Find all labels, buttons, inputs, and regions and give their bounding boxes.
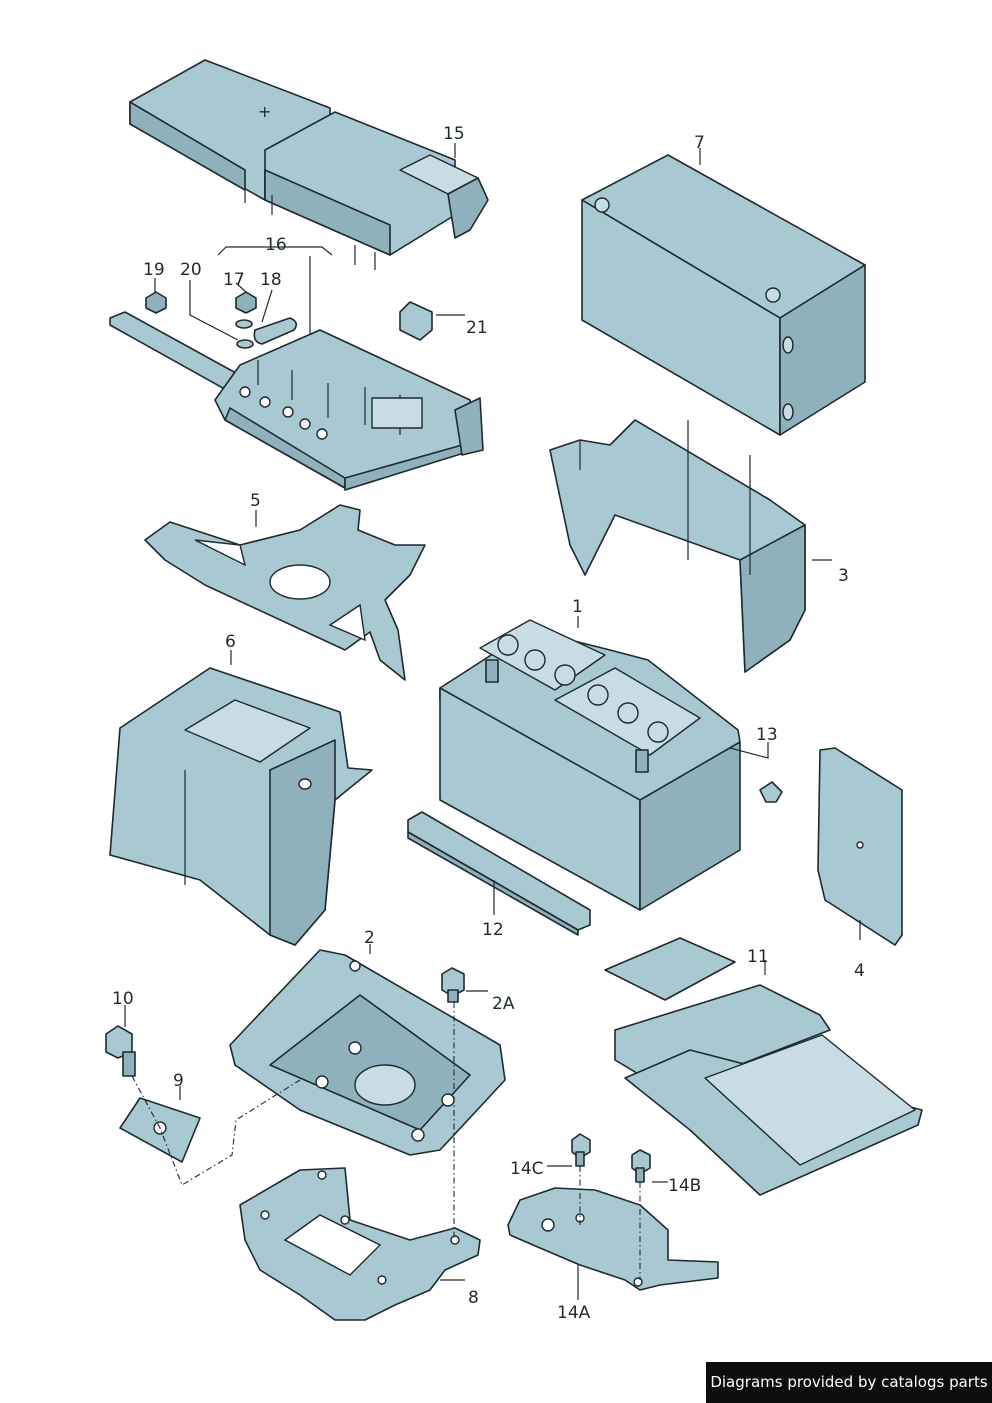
part-3-battery-side-holder	[549, 419, 806, 673]
part-13-plug	[759, 781, 783, 803]
leader-lines	[124, 143, 861, 1300]
callout-13: 13	[756, 725, 778, 745]
callout-2A: 2A	[492, 994, 515, 1014]
part-9-clip-nut	[119, 1097, 201, 1163]
callout-15: 15	[443, 124, 465, 144]
callout-6: 6	[225, 632, 236, 652]
plus-symbol: +	[258, 102, 271, 121]
callout-9: 9	[173, 1071, 184, 1091]
callout-2: 2	[364, 928, 375, 948]
callout-18: 18	[260, 270, 282, 290]
assembly-line-10	[131, 1075, 301, 1186]
part-6-thermal-cover	[109, 667, 373, 946]
part-11-bracket	[604, 937, 923, 1196]
part-5-mounting-plate	[144, 504, 426, 681]
callout-3: 3	[838, 566, 849, 586]
part-15-fuse-box-cover: +	[129, 59, 489, 270]
callout-21: 21	[466, 318, 488, 338]
part-21-fuse	[399, 301, 433, 341]
callout-14C: 14C	[510, 1159, 544, 1179]
callout-7: 7	[694, 133, 705, 153]
parts-17-20-nuts-washers	[145, 291, 298, 349]
callout-10: 10	[112, 989, 134, 1009]
part-14A-plate	[507, 1187, 719, 1291]
callout-4: 4	[854, 961, 865, 981]
callout-12: 12	[482, 920, 504, 940]
part-4-side-plate	[817, 747, 903, 946]
callout-labels: 15 16 19 20 17 18 21 7 3 5 6 1 13 4 12 2…	[112, 124, 865, 1323]
callout-17: 17	[223, 270, 245, 290]
callout-1: 1	[572, 597, 583, 617]
callout-16: 16	[265, 235, 287, 255]
callout-14A: 14A	[557, 1303, 591, 1323]
callout-20: 20	[180, 260, 202, 280]
callout-8: 8	[468, 1288, 479, 1308]
callout-5: 5	[250, 491, 261, 511]
callout-19: 19	[143, 260, 165, 280]
part-8-lower-support	[239, 1167, 481, 1321]
part-16-fuse-holder	[109, 311, 484, 491]
part-1-battery	[439, 619, 741, 911]
part-12-clamp-bar	[407, 811, 591, 936]
callout-14B: 14B	[668, 1176, 701, 1196]
part-7-battery-cover	[581, 154, 866, 436]
diagram-credit-footer: Diagrams provided by catalogs parts	[706, 1362, 992, 1403]
part-2-battery-tray	[229, 949, 506, 1156]
callout-11: 11	[747, 947, 769, 967]
